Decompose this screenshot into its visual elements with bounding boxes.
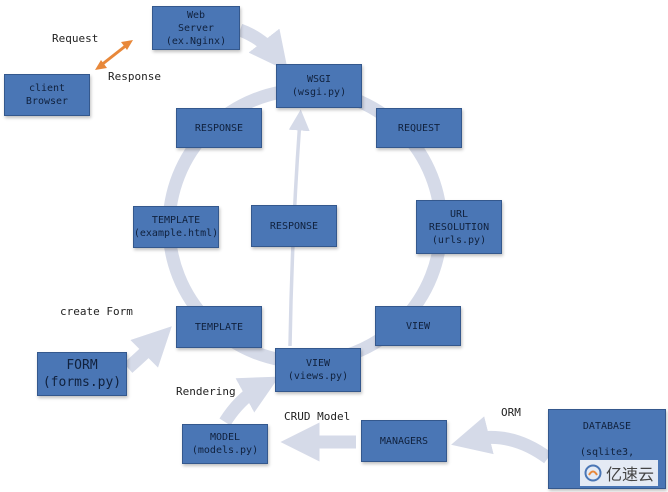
wsgi-box: WSGI (wsgi.py) — [276, 64, 362, 108]
orm-label: ORM — [501, 406, 521, 419]
form-box: FORM (forms.py) — [37, 352, 127, 396]
managers-box: MANAGERS — [361, 420, 447, 462]
client-browser-box: client Browser — [4, 74, 90, 116]
response-left-box: RESPONSE — [176, 108, 262, 148]
rendering-label: Rendering — [176, 385, 236, 398]
response-label: Response — [108, 70, 161, 83]
database-to-managers-arrow — [451, 416, 552, 464]
view-right-box: VIEW — [375, 306, 461, 346]
model-box: MODEL (models.py) — [182, 424, 268, 464]
template-upper-box: TEMPLATE (example.html) — [133, 206, 219, 248]
server-to-wsgi-arrow — [237, 23, 288, 72]
crud-model-label: CRUD Model — [284, 410, 351, 423]
view-bottom-box: VIEW (views.py) — [275, 348, 361, 392]
response-center-box: RESPONSE — [251, 205, 337, 247]
double-arrow-head-top — [121, 40, 133, 50]
double-arrow-head-bottom — [95, 60, 107, 70]
create-form-label: create Form — [60, 305, 133, 318]
watermark-text: 亿速云 — [605, 465, 654, 484]
request-box: REQUEST — [376, 108, 462, 148]
request-label: Request — [52, 32, 99, 45]
form-to-template-arrow — [123, 326, 172, 373]
model-to-view-arrow — [219, 376, 280, 426]
cloud-logo-icon — [584, 464, 602, 482]
watermark: 亿速云 — [579, 460, 658, 486]
template-lower-box: TEMPLATE — [176, 306, 262, 348]
url-resolution-box: URL RESOLUTION (urls.py) — [416, 200, 502, 254]
web-server-box: Web Server (ex.Nginx) — [152, 6, 240, 50]
request-response-double-arrow — [99, 42, 129, 68]
